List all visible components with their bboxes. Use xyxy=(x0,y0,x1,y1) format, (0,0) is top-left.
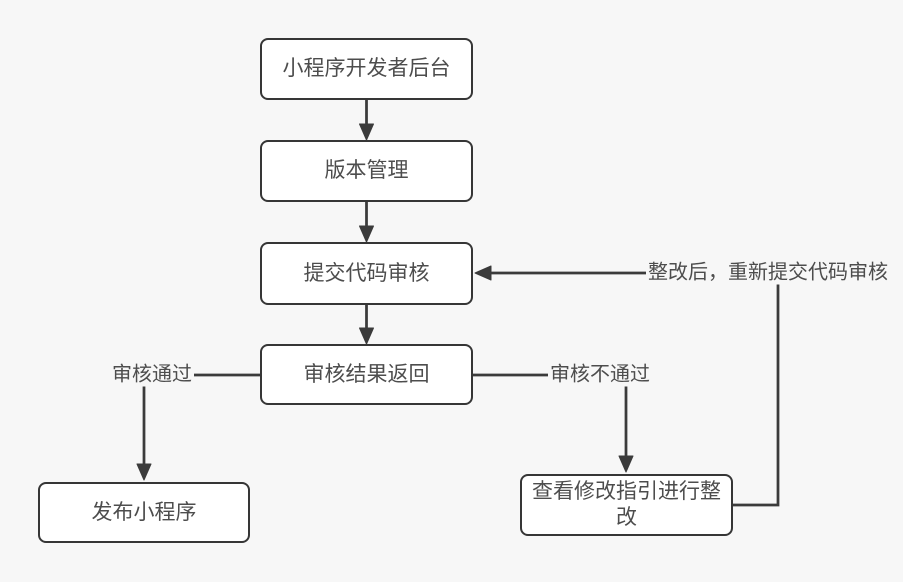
node-version-management: 版本管理 xyxy=(260,140,473,202)
edge-guide-to-submit xyxy=(491,271,780,507)
node-label: 审核结果返回 xyxy=(303,362,430,386)
node-publish-miniprogram: 发布小程序 xyxy=(38,482,250,543)
edge-label-resubmit-after-fix: 整改后，重新提交代码审核 xyxy=(646,261,890,285)
node-label: 版本管理 xyxy=(324,159,409,182)
arrowhead-down-icon xyxy=(359,225,374,243)
node-submit-code-review: 提交代码审核 xyxy=(260,242,473,305)
node-view-modification-guide: 查看修改指引进行整改 xyxy=(520,474,733,536)
edge-label-review-not-passed: 审核不通过 xyxy=(548,363,652,387)
node-label: 查看修改指引进行整改 xyxy=(532,480,721,529)
arrowhead-down-icon xyxy=(618,455,634,473)
edge-result-to-guide xyxy=(473,373,628,456)
arrowhead-down-icon xyxy=(359,327,374,345)
node-review-result-returned: 审核结果返回 xyxy=(260,344,473,405)
node-label: 小程序开发者后台 xyxy=(282,57,451,80)
edge-label-review-passed: 审核通过 xyxy=(110,363,194,387)
arrowhead-left-icon xyxy=(474,265,492,281)
node-label: 发布小程序 xyxy=(91,500,197,524)
node-miniprogram-dev-backend: 小程序开发者后台 xyxy=(260,38,473,100)
arrowhead-down-icon xyxy=(136,463,152,481)
arrowhead-down-icon xyxy=(359,123,374,141)
edge-result-to-publish xyxy=(142,373,260,464)
node-label: 提交代码审核 xyxy=(303,261,430,285)
